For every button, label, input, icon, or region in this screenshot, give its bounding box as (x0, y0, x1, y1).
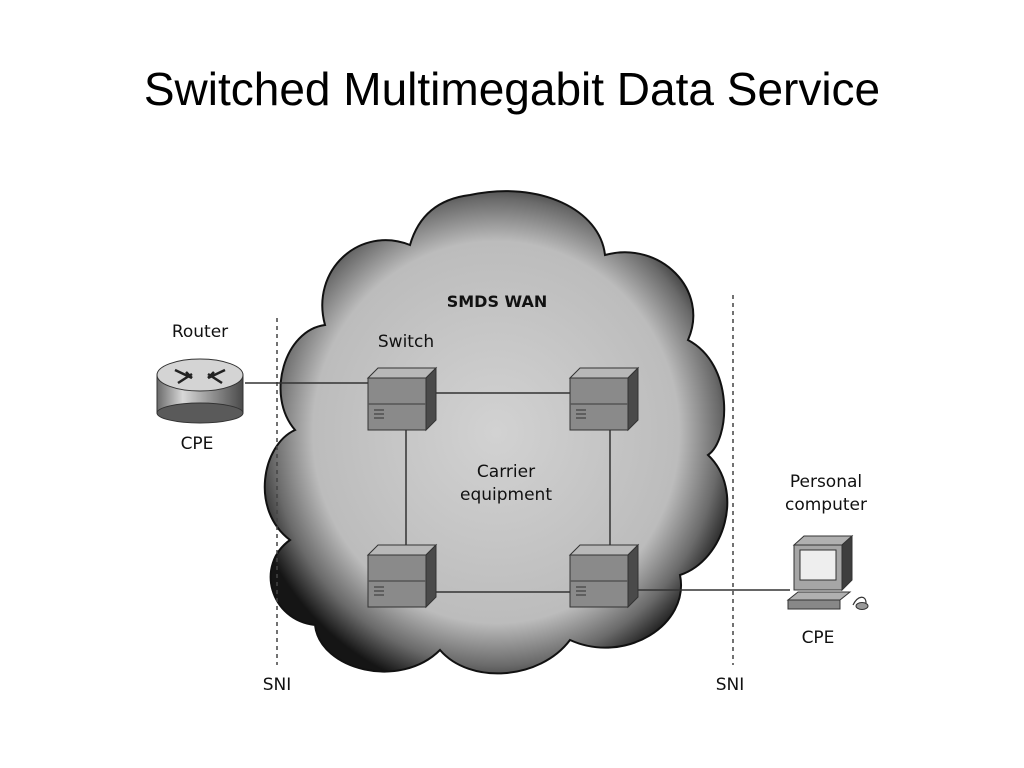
sni-right-label: SNI (716, 675, 745, 695)
pc-cpe-label: CPE (802, 628, 835, 648)
switch-top-right (569, 367, 639, 431)
switch-top-left (367, 367, 437, 431)
switch-label: Switch (378, 332, 434, 352)
connections (245, 382, 790, 593)
wan-cloud (263, 190, 729, 675)
router-icon (156, 358, 244, 424)
pc-label-line2: computer (785, 495, 867, 515)
carrier-label-line1: Carrier (477, 462, 535, 482)
carrier-label-line2: equipment (460, 485, 552, 505)
cloud-label: SMDS WAN (447, 292, 548, 311)
switch-bottom-right (569, 544, 639, 608)
router-label: Router (172, 322, 228, 342)
pc-label-line1: Personal (790, 472, 862, 492)
switch-bottom-left (367, 544, 437, 608)
personal-computer-icon (786, 534, 869, 610)
slide-title: Switched Multimegabit Data Service (143, 63, 881, 115)
router-cpe-label: CPE (181, 434, 214, 454)
sni-left-label: SNI (263, 675, 292, 695)
